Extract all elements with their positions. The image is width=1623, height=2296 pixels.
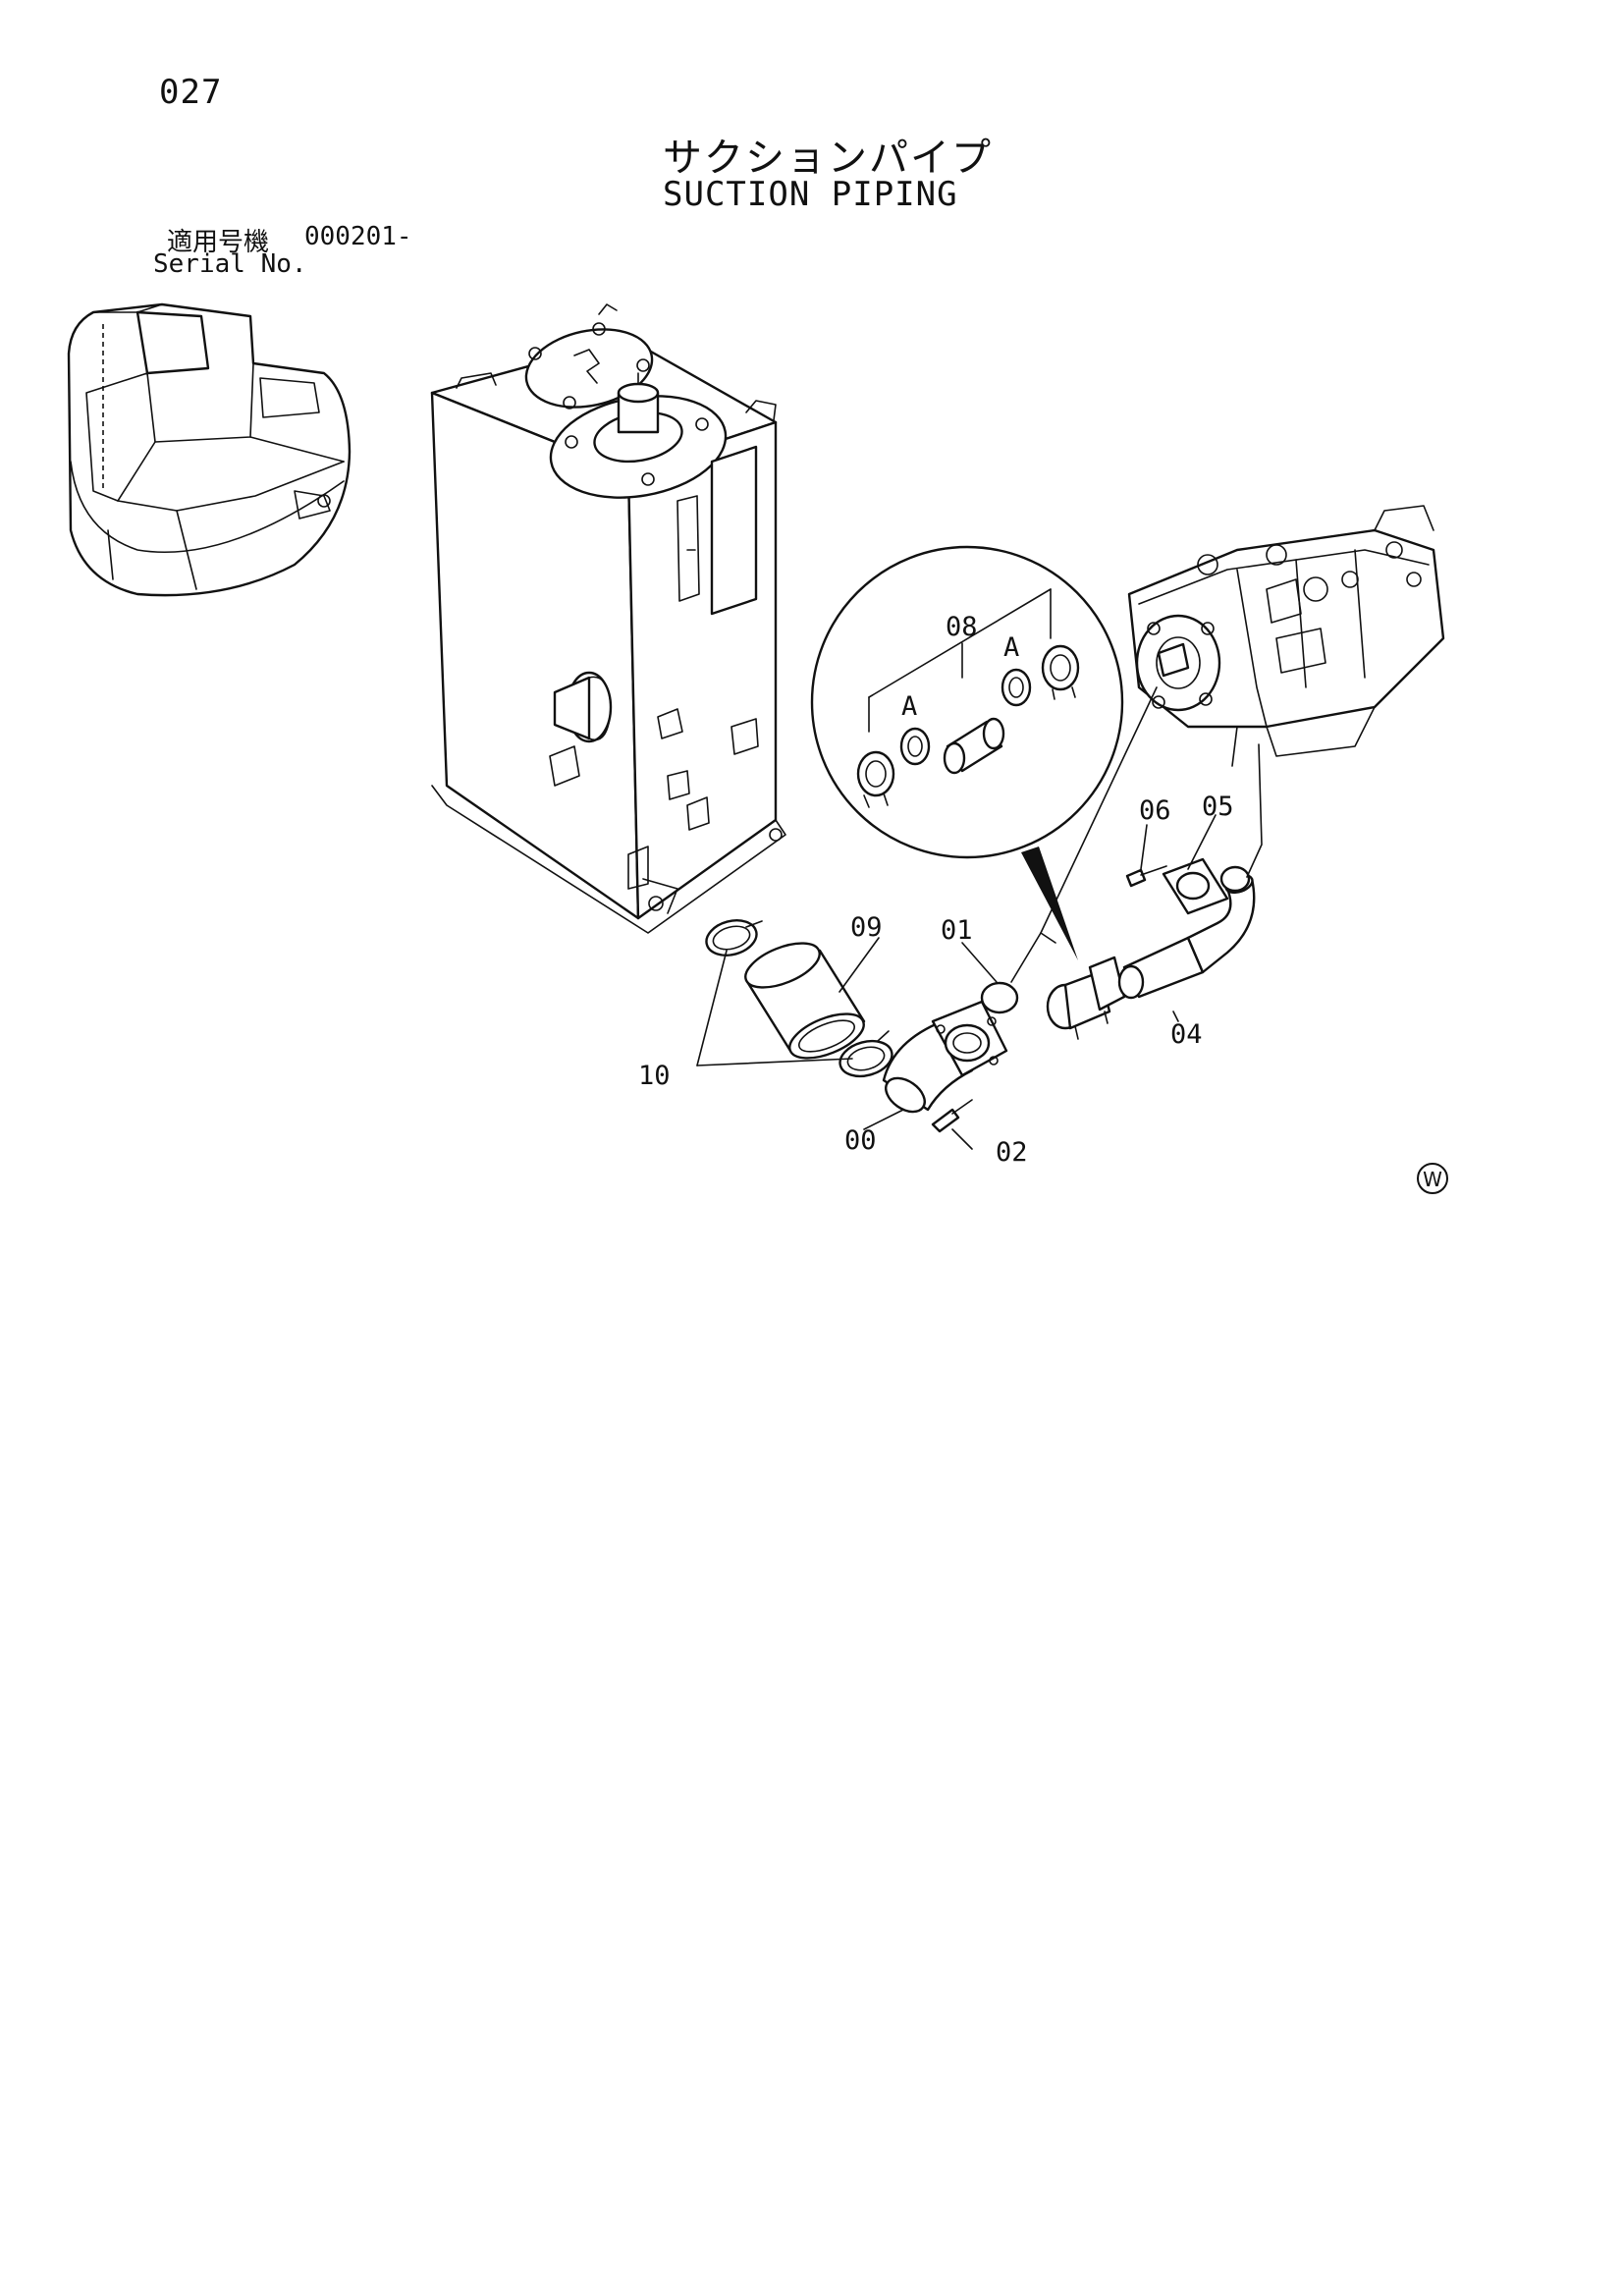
pipe-clamp-joint [1046, 956, 1126, 1040]
elbow-flange-fitting [882, 1000, 1008, 1114]
callout-08: 08 [946, 612, 978, 642]
detail-view-circle [810, 545, 1124, 859]
callout-06: 06 [1139, 795, 1171, 826]
detail-label-a-right: A [1003, 632, 1019, 663]
callout-01: 01 [941, 915, 973, 946]
mark-letter: W [1423, 1168, 1442, 1191]
pump-side-flange [1125, 857, 1229, 915]
detail-pointer [1021, 847, 1078, 960]
hydraulic-tank-illustration [430, 303, 786, 934]
hydraulic-pump-illustration [1127, 505, 1445, 767]
callout-05: 05 [1202, 792, 1234, 822]
callout-02: 02 [996, 1137, 1028, 1168]
o-ring-small [1219, 865, 1251, 893]
flange-bolt [931, 1099, 973, 1133]
serial-label-english: Serial No. [153, 249, 307, 279]
hose-clamp-upper [705, 919, 763, 957]
hose-clamp-lower [839, 1030, 893, 1078]
circled-w-mark: W [1417, 1163, 1448, 1194]
serial-number-value: 000201- [304, 222, 412, 251]
callout-04: 04 [1170, 1019, 1203, 1050]
page-title-english: SUCTION PIPING [663, 175, 958, 214]
serial-label-japanese: 適用号機 [167, 228, 270, 257]
page-title-japanese: サクションパイプ [663, 136, 993, 181]
suction-piping-exploded-diagram: 10 09 01 00 02 04 05 06 08 A A W [67, 302, 1448, 1194]
callout-09: 09 [850, 912, 883, 943]
leader-lines [696, 686, 1263, 1150]
page-number: 027 [159, 73, 223, 112]
suction-hose [744, 942, 866, 1060]
detail-label-a-left: A [901, 691, 917, 722]
callout-10: 10 [638, 1061, 671, 1091]
machine-overview-illustration [67, 302, 352, 597]
callout-00: 00 [844, 1125, 877, 1156]
o-ring-large [980, 981, 1019, 1014]
